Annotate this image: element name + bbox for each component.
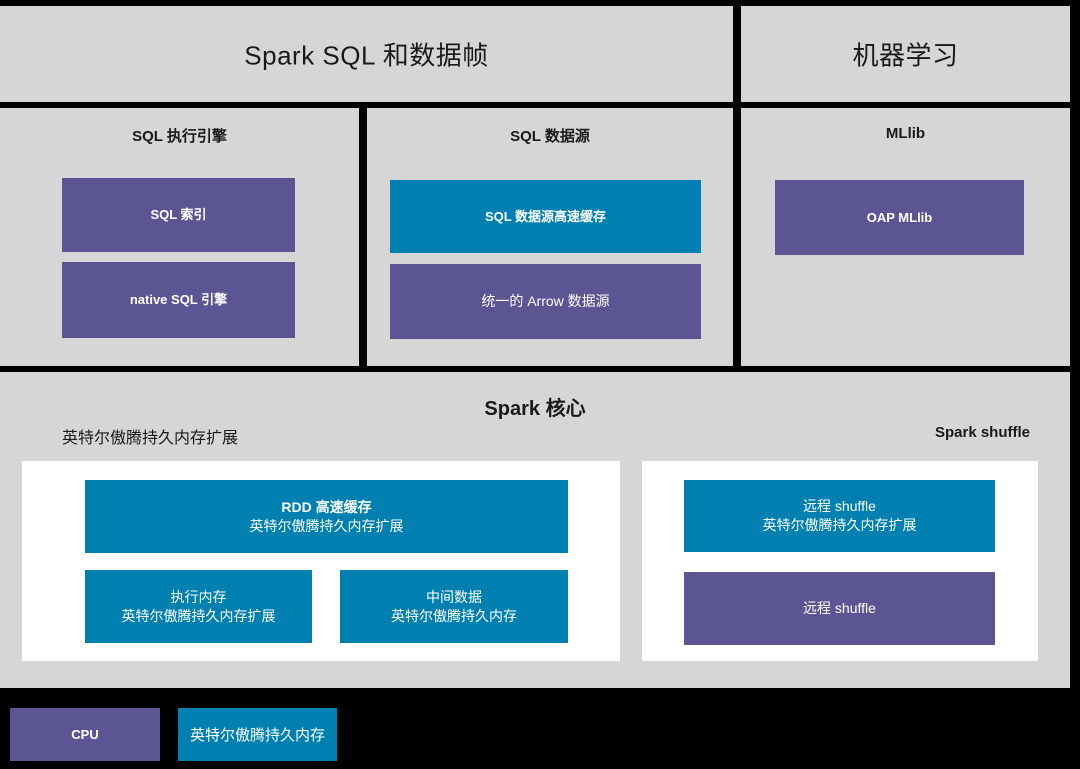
legend-item-optane-persistent-memory-label: 英特尔傲腾持久内存 bbox=[189, 727, 325, 744]
block-intermediate-data: 中间数据 英特尔傲腾持久内存 bbox=[340, 570, 568, 643]
panel-title-sql-data-source: SQL 数据源 bbox=[510, 128, 590, 145]
block-native-sql-engine-label: native SQL 引擎 bbox=[129, 292, 228, 308]
block-intermediate-data-line2: 英特尔傲腾持久内存 bbox=[391, 607, 517, 624]
legend-item-optane-persistent-memory: 英特尔傲腾持久内存 bbox=[178, 708, 337, 761]
panel-title-machine-learning: 机器学习 bbox=[852, 40, 959, 71]
block-intermediate-data-line1: 中间数据 bbox=[426, 588, 482, 605]
legend-item-cpu: CPU bbox=[10, 708, 160, 761]
block-unified-arrow-data-source: 统一的 Arrow 数据源 bbox=[390, 264, 701, 339]
legend-item-cpu-label: CPU bbox=[71, 727, 99, 742]
block-unified-arrow-data-source-label: 统一的 Arrow 数据源 bbox=[481, 293, 610, 310]
label-spark-shuffle: Spark shuffle bbox=[934, 424, 1030, 441]
panel-title-sql-execution-engine: SQL 执行引擎 bbox=[132, 128, 227, 145]
block-execution-memory-line1: 执行内存 bbox=[170, 588, 227, 605]
panel-machine-learning: 机器学习 bbox=[741, 6, 1070, 102]
panel-spark-sql-and-dataframes: Spark SQL 和数据帧 bbox=[0, 6, 733, 102]
block-remote-shuffle-pmem-line2: 英特尔傲腾持久内存扩展 bbox=[762, 517, 917, 533]
block-execution-memory: 执行内存 英特尔傲腾持久内存扩展 bbox=[85, 570, 312, 643]
block-sql-index: SQL 索引 bbox=[62, 178, 295, 252]
block-remote-shuffle-pmem: 远程 shuffle 英特尔傲腾持久内存扩展 bbox=[684, 480, 995, 552]
block-rdd-cache-line2: 英特尔傲腾持久内存扩展 bbox=[249, 517, 404, 534]
block-execution-memory-line2: 英特尔傲腾持久内存扩展 bbox=[121, 607, 276, 624]
panel-title-spark-core: Spark 核心 bbox=[484, 398, 586, 420]
label-optane-persistent-memory-extension: 英特尔傲腾持久内存扩展 bbox=[62, 430, 239, 447]
block-remote-shuffle-pmem-line1: 远程 shuffle bbox=[803, 498, 876, 515]
block-sql-data-source-cache: SQL 数据源高速缓存 bbox=[390, 180, 701, 253]
block-oap-mllib: OAP MLlib bbox=[775, 180, 1024, 255]
block-sql-index-label: SQL 索引 bbox=[150, 207, 207, 223]
block-remote-shuffle-cpu-label: 远程 shuffle bbox=[803, 600, 876, 617]
block-oap-mllib-label: OAP MLlib bbox=[866, 209, 933, 225]
panel-title-spark-sql: Spark SQL 和数据帧 bbox=[244, 40, 489, 71]
block-rdd-cache: RDD 高速缓存 英特尔傲腾持久内存扩展 bbox=[85, 480, 568, 553]
block-native-sql-engine: native SQL 引擎 bbox=[62, 262, 295, 338]
panel-title-mllib: MLlib bbox=[885, 125, 926, 142]
block-rdd-cache-line1: RDD 高速缓存 bbox=[281, 498, 372, 515]
block-remote-shuffle-cpu: 远程 shuffle bbox=[684, 572, 995, 645]
block-sql-data-source-cache-label: SQL 数据源高速缓存 bbox=[484, 208, 607, 224]
